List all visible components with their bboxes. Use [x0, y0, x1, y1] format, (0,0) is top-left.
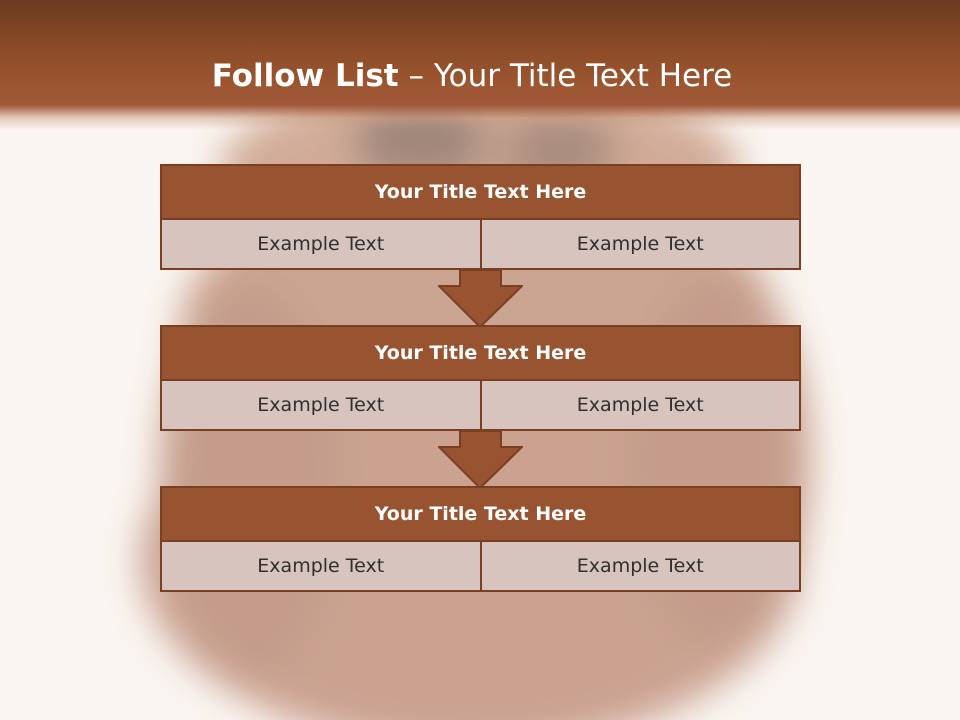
slide-title-rest: Your Title Text Here: [433, 58, 733, 94]
title-bar: [0, 0, 960, 130]
block-row: Example Text Example Text: [160, 542, 801, 592]
slide-title: Follow List – Your Title Text Here: [0, 56, 944, 96]
block-cell-left: Example Text: [160, 220, 482, 270]
slide-title-separator: –: [398, 58, 434, 94]
list-block-1: Your Title Text Here Example Text Exampl…: [160, 164, 801, 270]
block-cell-left: Example Text: [160, 542, 482, 592]
list-block-3: Your Title Text Here Example Text Exampl…: [160, 486, 801, 592]
block-row: Example Text Example Text: [160, 381, 801, 431]
down-arrow-icon: [438, 270, 523, 328]
block-title: Your Title Text Here: [160, 164, 801, 220]
block-title: Your Title Text Here: [160, 325, 801, 381]
list-block-2: Your Title Text Here Example Text Exampl…: [160, 325, 801, 431]
slide-title-bold: Follow List: [211, 58, 399, 94]
block-cell-right: Example Text: [481, 220, 801, 270]
block-cell-left: Example Text: [160, 381, 482, 431]
block-row: Example Text Example Text: [160, 220, 801, 270]
down-arrow-icon: [438, 431, 523, 489]
block-cell-right: Example Text: [481, 542, 801, 592]
block-cell-right: Example Text: [481, 381, 801, 431]
block-title: Your Title Text Here: [160, 486, 801, 542]
